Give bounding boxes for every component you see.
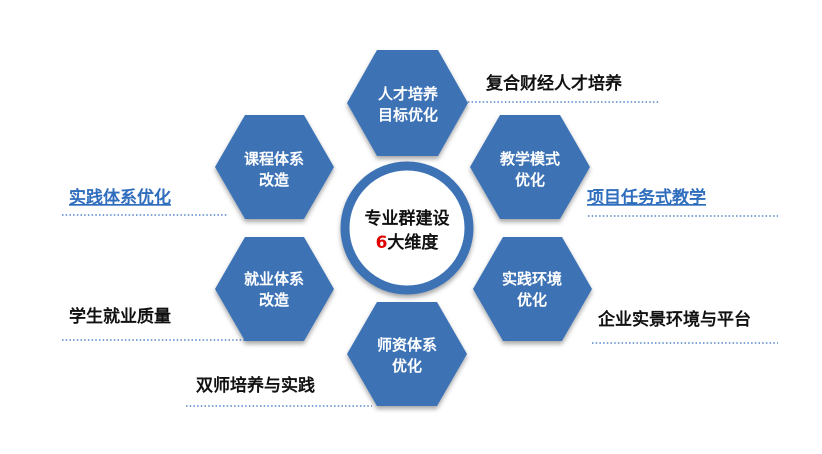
center-title-line2: 6大维度: [376, 232, 440, 253]
center-title-rest: 大维度: [387, 232, 439, 253]
center-number: 6: [376, 233, 388, 253]
hexagon-line1: 教学模式: [499, 150, 560, 168]
hexagon-curriculum-system: 课程体系 改造: [215, 115, 334, 219]
label-dual-teacher: 双师培养与实践: [196, 375, 315, 396]
center-title-line1: 专业群建设: [365, 208, 450, 229]
label-employment-quality: 学生就业质量: [69, 306, 171, 327]
hexagon-line1: 人才培养: [378, 85, 439, 103]
hexagon-practice-environment: 实践环境 优化: [473, 237, 592, 341]
hexagon-line2: 目标优化: [378, 106, 438, 124]
hexagon-line2: 优化: [392, 357, 422, 375]
hexagon-line1: 就业体系: [244, 270, 304, 288]
label-project-teaching: 项目任务式教学: [587, 187, 706, 208]
hexagon-line2: 改造: [259, 171, 289, 189]
hexagon-line1: 实践环境: [502, 270, 562, 288]
label-practice-system: 实践体系优化: [69, 187, 171, 208]
hexagon-line2: 优化: [515, 171, 545, 189]
hexagon-line2: 优化: [517, 291, 547, 309]
hexagon-line1: 课程体系: [244, 150, 304, 168]
hexagon-talent-training: 人才培养 目标优化: [347, 50, 468, 156]
hexagon-line1: 师资体系: [377, 336, 437, 354]
hexagon-employment-system: 就业体系 改造: [215, 237, 334, 341]
label-enterprise-environment: 企业实景环境与平台: [597, 309, 751, 330]
hexagon-faculty-system: 师资体系 优化: [347, 302, 467, 406]
label-talent-training: 复合财经人才培养: [485, 73, 623, 94]
hexagon-teaching-mode: 教学模式 优化: [470, 115, 590, 219]
center-ring: [340, 161, 474, 295]
hexagon-line2: 改造: [259, 291, 289, 309]
